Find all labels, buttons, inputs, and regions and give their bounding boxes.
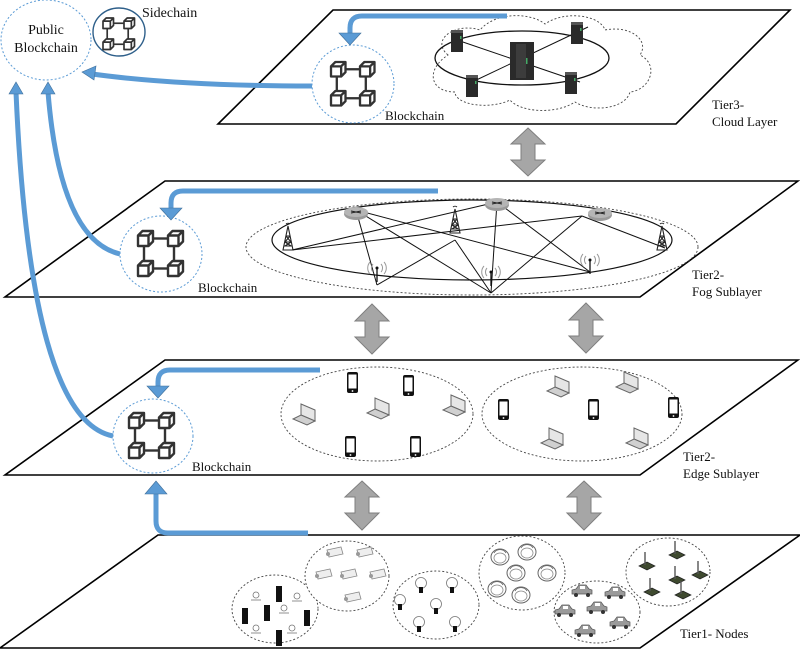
arrowhead-icon	[144, 480, 168, 495]
server-icon	[565, 72, 577, 94]
tier2-fog-network	[245, 197, 699, 296]
server-icon	[571, 22, 583, 44]
blockchain-flow-arrows	[13, 13, 507, 536]
flow-arrow-tier3-to-public	[91, 71, 313, 89]
public-blockchain-label-line1: Public	[28, 23, 64, 38]
smartphone-icon	[668, 397, 679, 418]
flow-arrow-edge-to-public	[13, 91, 114, 439]
router-icon	[484, 197, 510, 212]
smartphone-icon	[345, 436, 356, 457]
router-icon	[343, 206, 369, 221]
arrowhead-icon	[159, 207, 183, 221]
tier3-cloud	[432, 15, 652, 111]
arrowhead-icon	[146, 385, 170, 399]
smoke-detector-icon	[537, 564, 557, 582]
tier1-cluster-cars	[553, 580, 641, 644]
tier3-blockchain	[311, 44, 395, 124]
tier2-edge-blockchain-label: Blockchain	[192, 459, 252, 474]
fog-boundary	[245, 198, 699, 296]
tier2-fog-blockchain	[119, 215, 203, 293]
public-blockchain-node[interactable]	[0, 0, 92, 81]
tier2-edge-label: Tier2- Edge Sublayer	[683, 448, 759, 482]
double-arrow-icon	[565, 480, 603, 531]
edge-cluster-2	[481, 366, 683, 462]
tier2-fog-label-line1: Tier2-	[692, 267, 725, 282]
sidechain-label: Sidechain	[142, 6, 198, 21]
server-icon	[510, 42, 534, 80]
tier2-fog-label: Tier2- Fog Sublayer	[692, 266, 762, 300]
bar-device-icon	[276, 586, 282, 602]
double-arrow-icon	[567, 302, 605, 354]
tier1-cluster-smoke-detectors	[478, 535, 566, 611]
tier3-label-line1: Tier3-	[712, 97, 745, 112]
cloud-outline	[432, 15, 652, 111]
smartphone-icon	[410, 436, 421, 457]
bar-device-icon	[242, 608, 248, 624]
tier2-edge-blockchain	[112, 398, 194, 474]
tier2-fog-label-line2: Fog Sublayer	[692, 284, 762, 299]
public-blockchain-label-line2: Blockchain	[14, 41, 78, 56]
tier1-cluster-cameras	[304, 540, 390, 612]
tier-link-arrows	[343, 127, 605, 531]
tier3-label: Tier3- Cloud Layer	[712, 96, 777, 130]
flow-arrow-fog-to-public	[45, 91, 121, 257]
flow-arrowheads	[8, 32, 362, 495]
flow-arrow-tier1-to-edge	[153, 494, 308, 536]
fog-ring	[271, 199, 673, 281]
bar-device-icon	[276, 630, 282, 646]
tier1-label: Tier1- Nodes	[680, 626, 749, 641]
bar-device-icon	[304, 610, 310, 626]
tier2-fog-blockchain-label: Blockchain	[198, 280, 258, 295]
double-arrow-icon	[343, 480, 381, 531]
blockchain-node	[112, 398, 194, 474]
flow-arrow-edge-internal	[155, 367, 320, 387]
server-icon	[451, 30, 463, 52]
bar-device-icon	[264, 605, 270, 621]
smoke-detector-icon	[517, 543, 537, 561]
smartphone-icon	[403, 375, 414, 396]
flow-arrow-tier3-internal	[347, 13, 507, 34]
tier2-edge-label-line2: Edge Sublayer	[683, 466, 760, 481]
smoke-detector-icon	[511, 586, 531, 604]
router-icon	[587, 207, 613, 222]
tier1-cluster-sensors	[231, 574, 319, 646]
smoke-detector-icon	[490, 548, 510, 566]
public-blockchain-label: Public Blockchain	[6, 22, 86, 58]
blockchain-node	[119, 215, 203, 293]
flow-arrow-fog-internal	[168, 188, 438, 209]
tier1-cluster-bulbs	[392, 570, 480, 640]
server-icon	[466, 75, 478, 97]
arrowhead-icon	[8, 81, 24, 95]
arrowhead-icon	[338, 32, 362, 46]
smartphone-icon	[498, 399, 509, 420]
arrowhead-icon	[81, 65, 97, 81]
smoke-detector-icon	[506, 564, 526, 582]
tier1-cluster-iot-boards	[625, 537, 711, 607]
tier3-blockchain-label: Blockchain	[385, 108, 445, 123]
tier3-label-line2: Cloud Layer	[712, 114, 778, 129]
double-arrow-icon	[353, 303, 391, 355]
edge-cluster-1	[280, 366, 474, 462]
tier2-edge-label-line1: Tier2-	[683, 449, 716, 464]
double-arrow-icon	[509, 127, 547, 177]
blockchain-node	[311, 44, 395, 124]
arrowhead-icon	[40, 81, 56, 95]
sidechain-node[interactable]	[92, 7, 146, 57]
server-ring	[434, 30, 610, 86]
smoke-detector-icon	[487, 580, 507, 598]
smartphone-icon	[347, 372, 358, 393]
smartphone-icon	[588, 399, 599, 420]
